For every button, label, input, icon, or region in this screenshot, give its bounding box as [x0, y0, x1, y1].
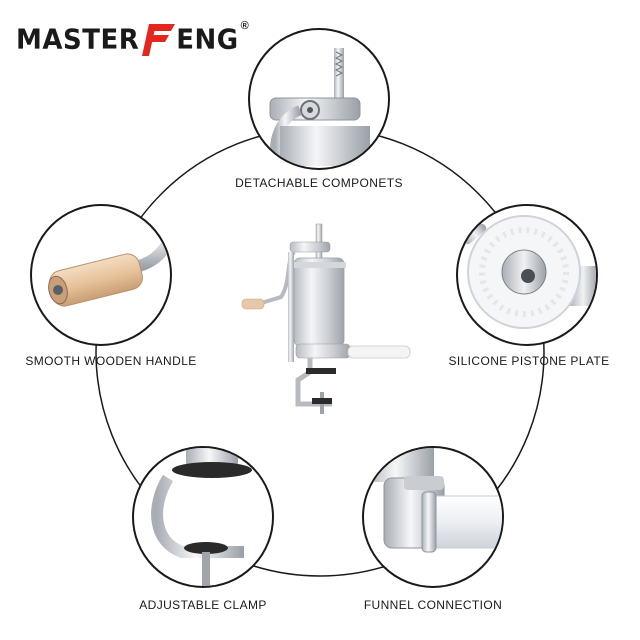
feature-label-adjustable-clamp: ADJUSTABLE CLAMP — [139, 598, 267, 612]
wooden-handle-closeup-icon — [48, 233, 170, 307]
adjustable-clamp-closeup-icon — [151, 448, 252, 586]
feature-label-wooden-handle: SMOOTH WOODEN HANDLE — [25, 354, 197, 368]
feature-label-funnel-connection: FUNNEL CONNECTION — [363, 598, 503, 612]
feature-bubble-wooden-handle — [30, 204, 172, 346]
brand-word-left: MASTER — [16, 24, 140, 56]
feature-bubble-adjustable-clamp — [132, 446, 274, 588]
feature-bubble-silicone-piston-plate — [456, 204, 598, 346]
feature-label-silicone-piston-plate: SILICONE PISTONE PLATE — [448, 354, 610, 368]
feature-bubble-funnel-connection — [362, 446, 504, 588]
detachable-components-closeup-icon — [269, 48, 370, 166]
brand-logo: MASTER ENG ® — [16, 18, 249, 62]
feature-bubble-detachable-components — [248, 28, 390, 170]
sausage-stuffer-product-image — [241, 223, 411, 414]
brand-f-mark-icon — [141, 22, 176, 58]
funnel-connection-closeup-icon — [364, 448, 502, 553]
brand-word-right: ENG — [176, 24, 239, 56]
registered-mark: ® — [240, 20, 250, 32]
feature-label-detachable-components: DETACHABLE COMPONETS — [235, 176, 403, 190]
silicone-piston-plate-closeup-icon — [463, 215, 596, 329]
